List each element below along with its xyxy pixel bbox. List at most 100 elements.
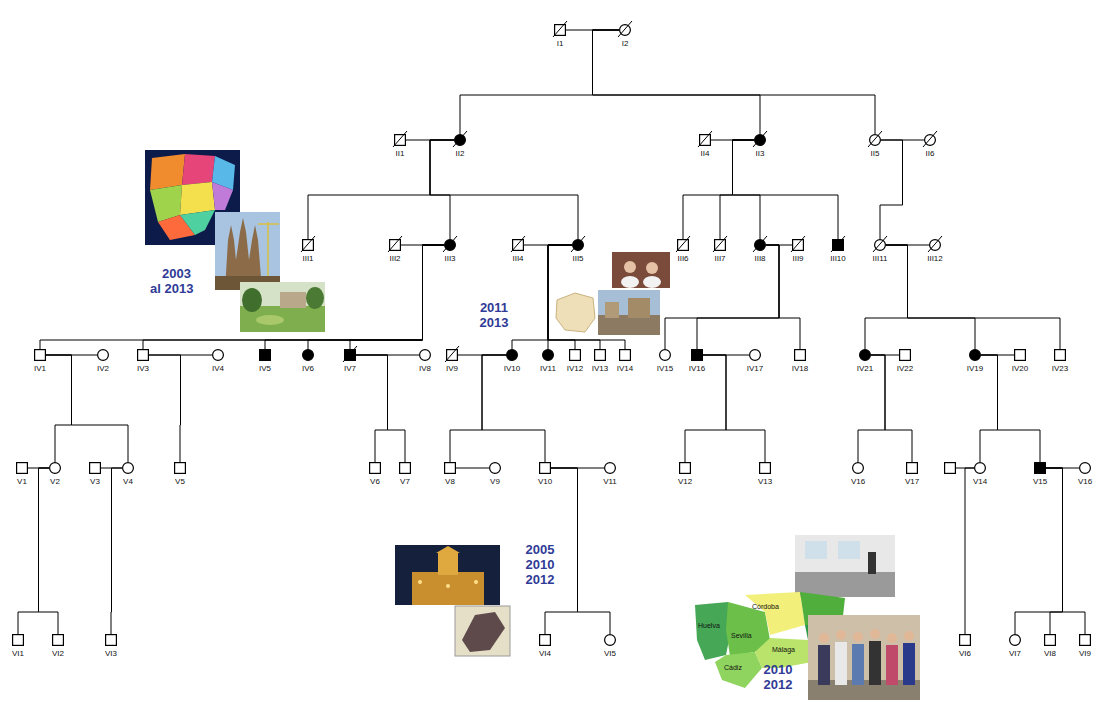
- pedigree-individual: III2: [388, 239, 402, 263]
- individual-id: IV14: [616, 364, 635, 373]
- male-square-symbol: [679, 462, 691, 474]
- female-circle-symbol: [604, 634, 616, 646]
- symbol-outline: [1045, 635, 1056, 646]
- pedigree-individual: III1: [301, 239, 315, 263]
- pedigree-individual: V8: [443, 462, 457, 486]
- pedigree-individual: IV15: [656, 349, 675, 373]
- symbol-outline: [570, 350, 581, 361]
- male-square-symbol: [12, 634, 24, 646]
- deceased-slash: [698, 131, 712, 147]
- pedigree-individual: V1: [15, 462, 29, 486]
- individual-id: V6: [368, 477, 382, 486]
- individual-id: III9: [791, 254, 805, 263]
- pedigree-individual: III10: [829, 239, 847, 263]
- individual-id: IV18: [791, 364, 810, 373]
- pedigree-individual: V16: [1077, 462, 1094, 486]
- symbol-outline: [760, 463, 771, 474]
- kitchen-photo-part: [838, 541, 860, 559]
- deceased-slash: [923, 131, 937, 147]
- male-square-symbol: [539, 634, 551, 646]
- madrid-map-image-part: [455, 606, 510, 656]
- individual-id: VI5: [603, 649, 618, 658]
- individual-id: IV19: [966, 364, 985, 373]
- pedigree-individual: V3: [88, 462, 102, 486]
- deceased-slash: [713, 236, 727, 252]
- pedigree-individual: III5: [571, 239, 585, 263]
- kitchen-photo-part: [868, 552, 876, 574]
- descent-line: [697, 245, 779, 349]
- female-circle-symbol: [754, 134, 766, 146]
- individual-id: II2: [453, 149, 467, 158]
- symbol-outline: [1010, 635, 1021, 646]
- pedigree-individual: IV5: [258, 349, 273, 373]
- male-square-symbol: [539, 462, 551, 474]
- symbol-outline: [53, 635, 64, 646]
- individual-id: V3: [88, 477, 102, 486]
- descent-line: [965, 468, 974, 634]
- descent-line: [46, 355, 72, 462]
- park-photo: [240, 282, 325, 332]
- individual-id: III10: [829, 254, 847, 263]
- unlabelled-spouse-part: [945, 463, 956, 474]
- pedigree-individual: IV8: [418, 349, 433, 373]
- deceased-slash: [753, 131, 767, 147]
- symbol-outline: [213, 350, 224, 361]
- female-circle-symbol: [929, 239, 941, 251]
- deceased-slash: [873, 236, 887, 252]
- individual-id: IV16: [688, 364, 707, 373]
- individual-id: IV8: [418, 364, 433, 373]
- descent-line: [593, 30, 761, 134]
- pedigree-individual: VI5: [603, 634, 618, 658]
- deceased-slash: [868, 131, 882, 147]
- symbol-outline: [507, 350, 518, 361]
- individual-id: IV1: [33, 364, 48, 373]
- descent-line: [512, 245, 572, 349]
- male-square-symbol: [714, 239, 726, 251]
- descent-line: [551, 468, 610, 634]
- pedigree-individual: VI7: [1008, 634, 1023, 658]
- group-photo-part: [869, 641, 881, 685]
- two-men-photo-part: [646, 262, 658, 274]
- symbol-outline: [400, 463, 411, 474]
- symbol-outline: [900, 350, 911, 361]
- individual-id: II1: [393, 149, 407, 158]
- female-circle-symbol: [489, 462, 501, 474]
- catalonia-map-image-part: [150, 154, 185, 190]
- pedigree-individual: VI1: [11, 634, 26, 658]
- pedigree-individual: IV10: [503, 349, 522, 373]
- individual-id: III8: [753, 254, 767, 263]
- symbol-outline: [175, 463, 186, 474]
- symbol-outline: [370, 463, 381, 474]
- pedigree-individual: II3: [753, 134, 767, 158]
- symbol-outline: [1080, 635, 1091, 646]
- female-circle-symbol: [542, 349, 554, 361]
- individual-id: VI8: [1043, 649, 1058, 658]
- pedigree-individual: V5: [173, 462, 187, 486]
- descent-line: [720, 140, 754, 239]
- deceased-slash: [753, 236, 767, 252]
- individual-id: V8: [443, 477, 457, 486]
- pedigree-individual: V17: [904, 462, 921, 486]
- individual-id: IV21: [856, 364, 875, 373]
- descent-line: [308, 140, 454, 239]
- group-photo: [808, 615, 920, 700]
- male-square-symbol: [832, 239, 844, 251]
- pedigree-individual: IV23: [1051, 349, 1070, 373]
- pedigree-individual: V7: [398, 462, 412, 486]
- deceased-slash: [791, 236, 805, 252]
- park-photo-part: [242, 288, 262, 312]
- individual-id: VI4: [538, 649, 553, 658]
- male-square-symbol: [137, 349, 149, 361]
- female-circle-symbol: [974, 462, 986, 474]
- catalonia-map-image-part: [212, 182, 233, 210]
- individual-id: III7: [713, 254, 727, 263]
- male-square-symbol: [52, 634, 64, 646]
- pedigree-individual: IV18: [791, 349, 810, 373]
- individual-id: IV15: [656, 364, 675, 373]
- symbol-outline: [1015, 350, 1026, 361]
- female-circle-symbol: [859, 349, 871, 361]
- descent-line: [886, 245, 1060, 349]
- symbol-outline: [13, 635, 24, 646]
- symbol-outline: [106, 635, 117, 646]
- visit-years: 2010 2012: [758, 662, 798, 692]
